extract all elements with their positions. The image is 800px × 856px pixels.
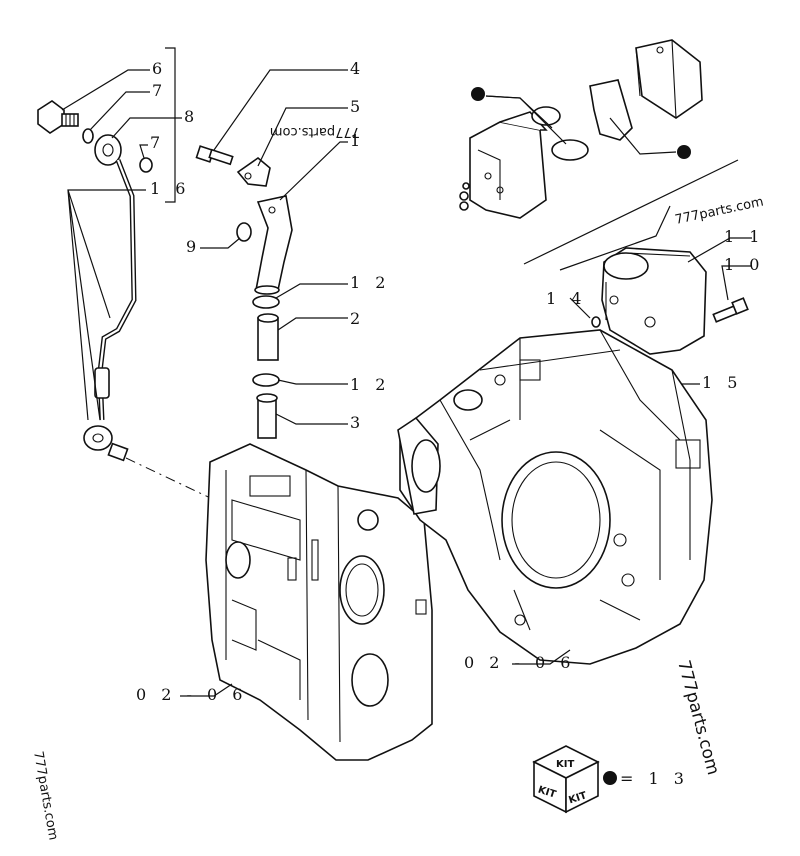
watermark-upper-right: 777parts.com — [674, 194, 765, 227]
banjo-fitting-upper — [94, 134, 122, 166]
hose — [257, 313, 279, 361]
housing-cover — [569, 237, 752, 385]
timing-cover-casting — [180, 443, 433, 761]
banjo-bolt — [37, 100, 79, 134]
flywheel-housing — [397, 329, 713, 665]
watermark-right: 777parts.com — [673, 658, 723, 777]
kit-legend: KIT KIT KIT = 1 3 — [532, 745, 689, 814]
callout-6: 6 — [152, 59, 167, 78]
callout-2: 2 — [350, 309, 365, 328]
middle-connector-parts — [195, 69, 348, 439]
thermostat-housing-kit — [459, 39, 739, 271]
callout-10: 1 0 — [724, 255, 764, 274]
callout-3: 3 — [350, 413, 365, 432]
callout-12: 1 2 — [350, 273, 390, 292]
watermark-upside-down: 777parts.com — [270, 124, 360, 139]
svg-text:KIT: KIT — [556, 759, 574, 770]
callout-14: 1 4 — [546, 289, 586, 308]
clip — [236, 156, 271, 187]
hose-clamp-lower — [252, 373, 280, 387]
bolt — [195, 145, 234, 166]
sealing-washer — [82, 128, 94, 144]
tube — [256, 393, 278, 439]
section-ref-right: 0 2 - 0 6 — [464, 653, 575, 672]
hose-clamp-upper — [252, 295, 280, 309]
elbow-tube — [254, 195, 293, 295]
callout-11: 1 1 — [724, 227, 764, 246]
callout-8: 8 — [184, 107, 199, 126]
callout-7: 7 — [152, 81, 167, 100]
kit-dot-upper — [471, 87, 485, 101]
svg-text:KIT: KIT — [536, 784, 557, 800]
washer-14 — [591, 316, 601, 328]
callout-16: 1 6 — [150, 179, 190, 198]
kit-dot-lower — [677, 145, 691, 159]
o-ring — [236, 222, 252, 242]
oil-pipe-assembly — [37, 47, 241, 513]
callout-15: 1 5 — [702, 373, 742, 392]
kit-dot-legend — [603, 771, 617, 785]
callout-12b: 1 2 — [350, 375, 390, 394]
callout-1: 1 — [350, 131, 365, 150]
svg-text:KIT: KIT — [567, 790, 588, 806]
kit-legend-text: = 1 3 — [620, 769, 689, 788]
section-ref-left: 0 2 - 0 6 — [136, 685, 247, 704]
callout-labels: 6 7 8 7 1 6 4 5 1 9 1 2 2 1 2 3 1 1 1 0 … — [136, 59, 764, 704]
callout-9: 9 — [186, 237, 201, 256]
callout-7b: 7 — [150, 133, 165, 152]
banjo-fitting-lower — [83, 425, 129, 462]
sealing-washer-lower — [139, 157, 153, 173]
callout-5: 5 — [350, 97, 365, 116]
callout-4: 4 — [350, 59, 365, 78]
watermark-left: 777parts.com — [30, 750, 60, 841]
kit-box-icon: KIT KIT KIT — [532, 745, 600, 814]
